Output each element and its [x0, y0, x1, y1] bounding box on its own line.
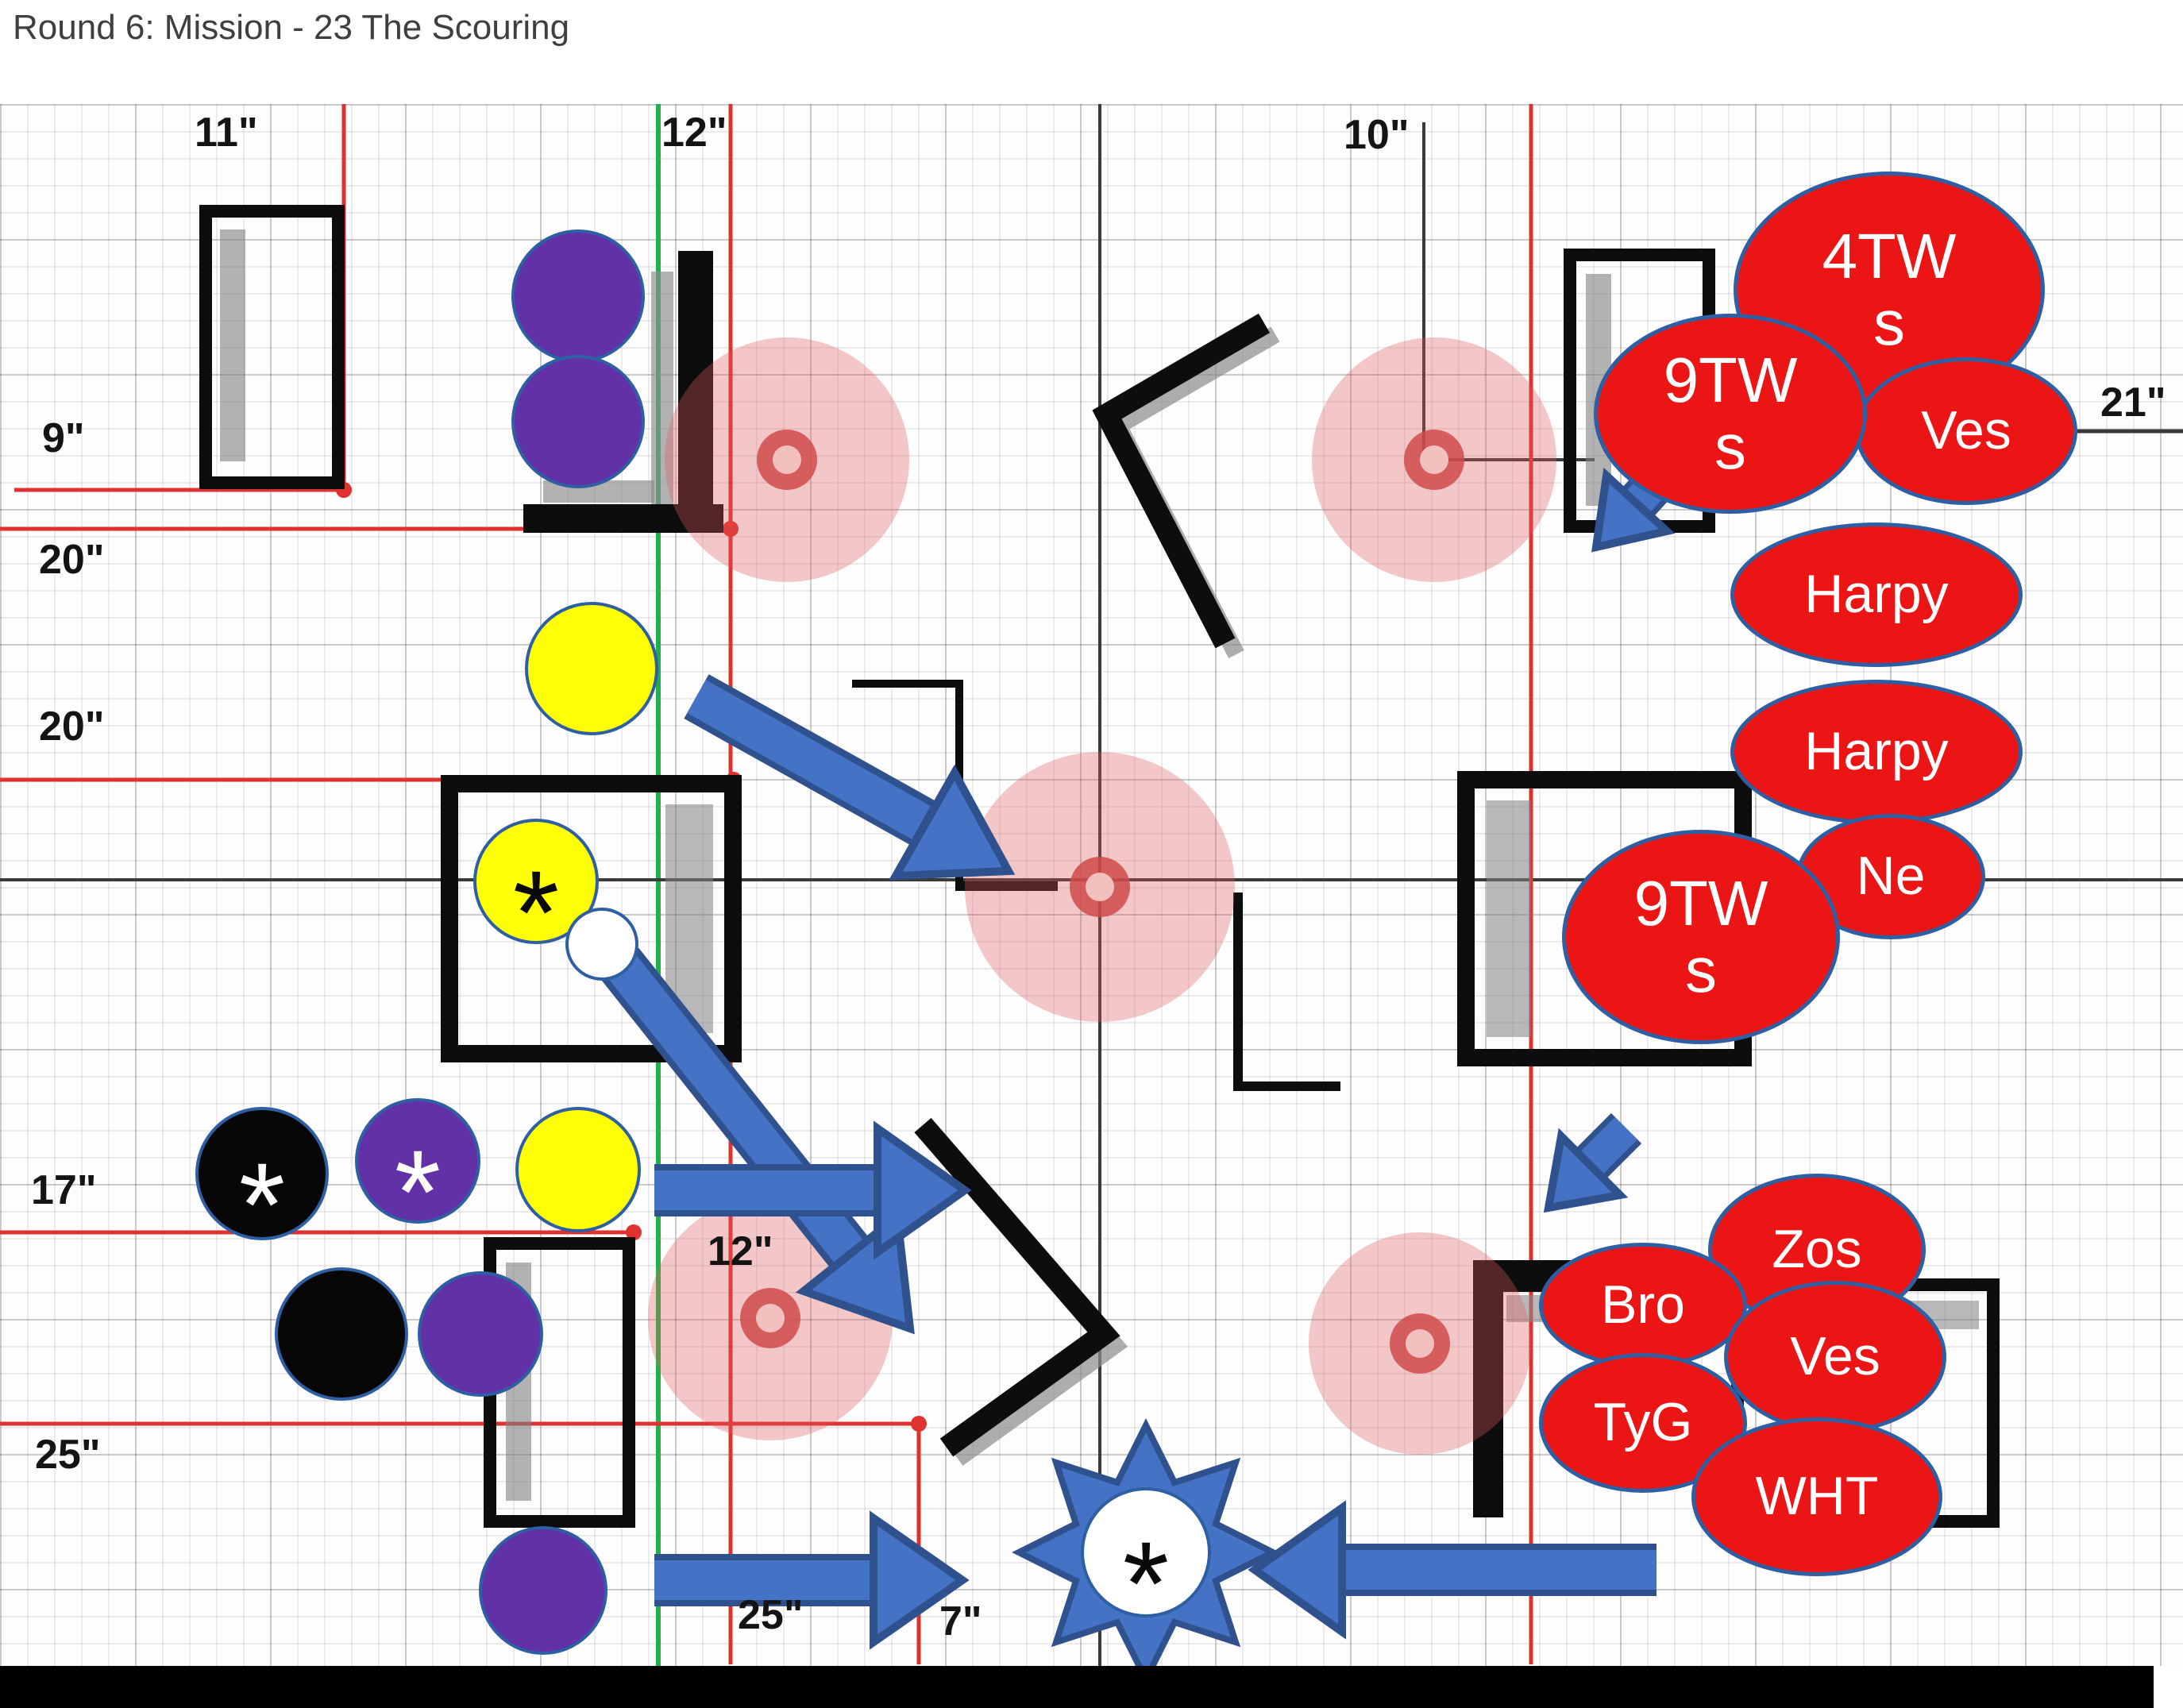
enemy-unit-label: 9TWs: [1663, 345, 1798, 482]
measurement-label: 11": [195, 110, 258, 156]
enemy-unit-oval[interactable]: Ves: [1855, 357, 2077, 505]
white-unit-token[interactable]: *: [1081, 1487, 1211, 1643]
purple-unit-token[interactable]: [511, 229, 645, 363]
enemy-unit-label: Bro: [1601, 1274, 1685, 1336]
measurement-label: 25": [738, 1592, 804, 1638]
bottom-black-bar: [0, 1666, 2154, 1708]
enemy-unit-oval[interactable]: WHT: [1691, 1417, 1942, 1576]
measurement-label: 25": [35, 1432, 101, 1478]
asterisk-marker: *: [238, 1138, 286, 1271]
enemy-unit-oval[interactable]: 9TWs: [1594, 314, 1867, 514]
yellow-unit-token[interactable]: [525, 602, 658, 735]
black-unit-token[interactable]: [275, 1267, 408, 1401]
enemy-unit-label: Zos: [1772, 1219, 1862, 1280]
map-area: 11" 12" 10" 9" 21" 20" 20" 17" 12" 25" 2…: [0, 104, 2183, 1666]
white-unit-token[interactable]: [565, 908, 638, 981]
movement-arrows: [600, 450, 1687, 1650]
enemy-unit-oval[interactable]: Ves: [1724, 1281, 1946, 1433]
measurement-label: 9": [42, 415, 85, 461]
enemy-unit-label: 4TWs: [1822, 221, 1957, 358]
enemy-unit-label: Ves: [1790, 1326, 1880, 1387]
asterisk-marker: *: [512, 846, 560, 979]
objective-zone: [665, 337, 909, 582]
purple-unit-token[interactable]: *: [355, 1098, 480, 1251]
yellow-unit-token[interactable]: *: [473, 819, 599, 972]
asterisk-marker: *: [1122, 1517, 1170, 1650]
objective-zone: [1312, 337, 1556, 582]
measurement-label: 21": [2100, 380, 2166, 426]
measurement-label: 7": [939, 1598, 982, 1644]
purple-unit-token[interactable]: [479, 1526, 607, 1655]
purple-unit-token[interactable]: [418, 1271, 543, 1397]
map-graphics: [0, 104, 2183, 1666]
enemy-unit-oval[interactable]: TyG: [1539, 1353, 1747, 1493]
enemy-unit-oval[interactable]: 9TWs: [1562, 830, 1840, 1044]
page-title: Round 6: Mission - 23 The Scouring: [13, 8, 570, 47]
yellow-unit-token[interactable]: [515, 1107, 641, 1232]
enemy-unit-label: Ves: [1921, 400, 2011, 461]
measurement-label: 10": [1344, 112, 1410, 158]
enemy-unit-label: 9TWs: [1633, 868, 1768, 1005]
terrain-pieces: [199, 205, 2000, 1528]
enemy-unit-oval[interactable]: Harpy: [1730, 522, 2023, 667]
purple-unit-token[interactable]: [511, 355, 645, 488]
enemy-unit-label: Ne: [1856, 846, 1926, 907]
measurement-label: 17": [31, 1167, 97, 1213]
asterisk-marker: *: [394, 1125, 442, 1259]
measurement-label: 12": [708, 1228, 773, 1274]
enemy-unit-oval[interactable]: Bro: [1539, 1243, 1747, 1368]
objective-markers: [648, 337, 1556, 1455]
enemy-unit-label: Harpy: [1804, 564, 1949, 625]
measurement-label: 20": [39, 537, 105, 583]
objective-zone: [965, 752, 1235, 1022]
enemy-unit-oval[interactable]: Harpy: [1730, 680, 2023, 824]
enemy-unit-label: WHT: [1755, 1466, 1879, 1527]
black-unit-token[interactable]: *: [195, 1107, 329, 1264]
measurement-label: 12": [661, 110, 727, 156]
measurement-label: 20": [39, 704, 105, 750]
enemy-unit-label: Harpy: [1804, 721, 1949, 782]
enemy-unit-label: TyG: [1593, 1392, 1693, 1453]
objective-zone: [1309, 1232, 1531, 1455]
